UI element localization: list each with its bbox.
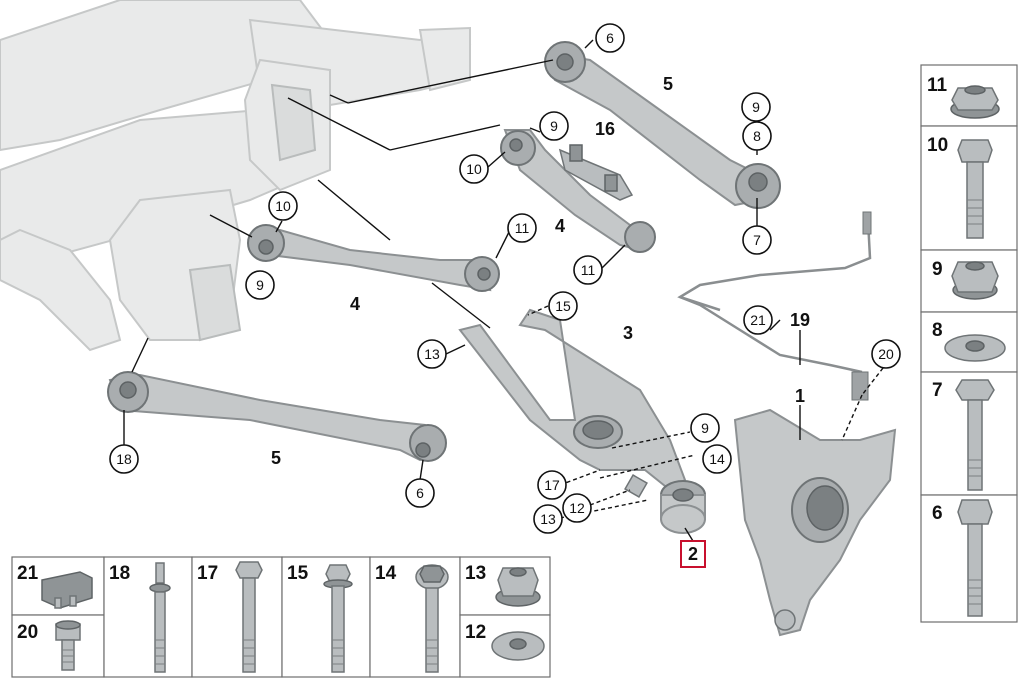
callout-9-arm-mid[interactable]: 9 <box>539 111 569 141</box>
callout-4-upper[interactable]: 4 <box>555 216 565 236</box>
svg-text:21: 21 <box>750 312 766 328</box>
callout-6-top[interactable]: 6 <box>595 23 625 53</box>
svg-text:6: 6 <box>416 485 424 501</box>
panel-label-8: 8 <box>932 320 943 341</box>
callout-13-upper[interactable]: 13 <box>417 339 447 369</box>
panel-label-20: 20 <box>17 622 38 643</box>
control-arm-5-upper <box>544 41 781 209</box>
callout-3[interactable]: 3 <box>623 323 633 343</box>
callout-1[interactable]: 1 <box>795 386 805 406</box>
svg-text:17: 17 <box>544 477 560 493</box>
callout-15[interactable]: 15 <box>548 291 578 321</box>
callout-2-highlighted[interactable]: 2 <box>680 540 706 568</box>
callout-11-upper[interactable]: 11 <box>507 213 537 243</box>
svg-text:11: 11 <box>581 262 596 278</box>
callout-9-bottom[interactable]: 9 <box>690 413 720 443</box>
flange-nut-icon <box>950 85 1000 119</box>
panel-label-12: 12 <box>465 622 486 643</box>
callout-9-left[interactable]: 9 <box>245 270 275 300</box>
callout-5-lower[interactable]: 5 <box>271 448 281 468</box>
svg-text:2: 2 <box>688 544 698 564</box>
callout-21[interactable]: 21 <box>743 305 773 335</box>
svg-text:9: 9 <box>701 420 709 436</box>
panel-label-9: 9 <box>932 259 943 280</box>
svg-text:8: 8 <box>753 128 761 144</box>
panel-label-21: 21 <box>17 563 39 584</box>
svg-text:18: 18 <box>116 451 132 467</box>
callout-10-arm-mid[interactable]: 10 <box>459 154 489 184</box>
callout-10-left[interactable]: 10 <box>268 191 298 221</box>
svg-text:10: 10 <box>275 198 291 214</box>
flange-bolt-14-icon <box>415 564 449 673</box>
svg-text:9: 9 <box>550 118 558 134</box>
svg-text:11: 11 <box>515 220 530 236</box>
callout-18[interactable]: 18 <box>109 444 139 474</box>
svg-text:9: 9 <box>256 277 264 293</box>
callout-12[interactable]: 12 <box>562 493 592 523</box>
long-bolt-icon <box>957 499 993 617</box>
callout-20[interactable]: 20 <box>871 339 901 369</box>
control-arm-4-lower <box>247 224 500 292</box>
panel-label-17: 17 <box>197 563 218 584</box>
svg-text:9: 9 <box>752 99 760 115</box>
callout-7[interactable]: 7 <box>742 225 772 255</box>
panel-label-10: 10 <box>927 135 948 156</box>
stud-bolt-icon <box>149 562 171 673</box>
hex-bolt-icon <box>957 139 993 239</box>
callout-19[interactable]: 19 <box>790 310 810 330</box>
svg-text:13: 13 <box>540 511 556 527</box>
hex-nut-icon <box>951 261 999 300</box>
panel-label-7: 7 <box>932 380 943 401</box>
bottom-parts-panel: 21 18 17 15 14 13 20 12 <box>11 556 551 678</box>
callout-11-lower[interactable]: 11 <box>573 255 603 285</box>
panel-label-15: 15 <box>287 563 309 584</box>
bushing-2 <box>660 480 706 534</box>
panel-label-6: 6 <box>932 503 943 524</box>
panel-label-13: 13 <box>465 563 486 584</box>
svg-text:20: 20 <box>878 346 894 362</box>
callout-6-lower[interactable]: 6 <box>405 478 435 508</box>
flange-bolt-15-icon <box>323 564 353 673</box>
socket-screw-icon <box>55 620 81 671</box>
wishbone-3 <box>458 308 687 498</box>
svg-text:12: 12 <box>569 500 585 516</box>
wheel-speed-sensor-wire <box>677 211 872 401</box>
svg-text:13: 13 <box>424 346 440 362</box>
callout-14[interactable]: 14 <box>702 444 732 474</box>
control-arm-5-lower <box>107 371 447 462</box>
svg-text:10: 10 <box>466 161 482 177</box>
callout-4-lower[interactable]: 4 <box>350 294 360 314</box>
callout-17[interactable]: 17 <box>537 470 567 500</box>
right-parts-panel: 11 10 9 8 7 6 <box>920 64 1018 623</box>
control-arm-4-upper <box>500 129 656 253</box>
flange-nut-13-icon <box>495 567 541 607</box>
rear-subframe <box>0 0 472 352</box>
washer-icon <box>944 334 1006 362</box>
callout-8[interactable]: 8 <box>742 121 772 151</box>
svg-text:15: 15 <box>555 298 571 314</box>
hex-bolt-17-icon <box>235 561 263 673</box>
wheel-carrier-1 <box>733 408 897 637</box>
callout-9-top-right[interactable]: 9 <box>741 92 771 122</box>
callout-16[interactable]: 16 <box>595 119 615 139</box>
bolt-icon <box>955 379 995 491</box>
panel-label-14: 14 <box>375 563 397 584</box>
svg-text:6: 6 <box>606 30 614 46</box>
callout-13-lower[interactable]: 13 <box>533 504 563 534</box>
svg-text:7: 7 <box>753 232 761 248</box>
panel-label-11: 11 <box>927 75 948 96</box>
panel-label-18: 18 <box>109 563 130 584</box>
cable-clip-icon <box>41 571 93 609</box>
svg-text:14: 14 <box>709 451 725 467</box>
toe-link-16 <box>558 144 634 201</box>
callout-5-top[interactable]: 5 <box>663 74 673 94</box>
washer-12-icon <box>491 631 545 661</box>
leader-lines <box>123 39 884 542</box>
